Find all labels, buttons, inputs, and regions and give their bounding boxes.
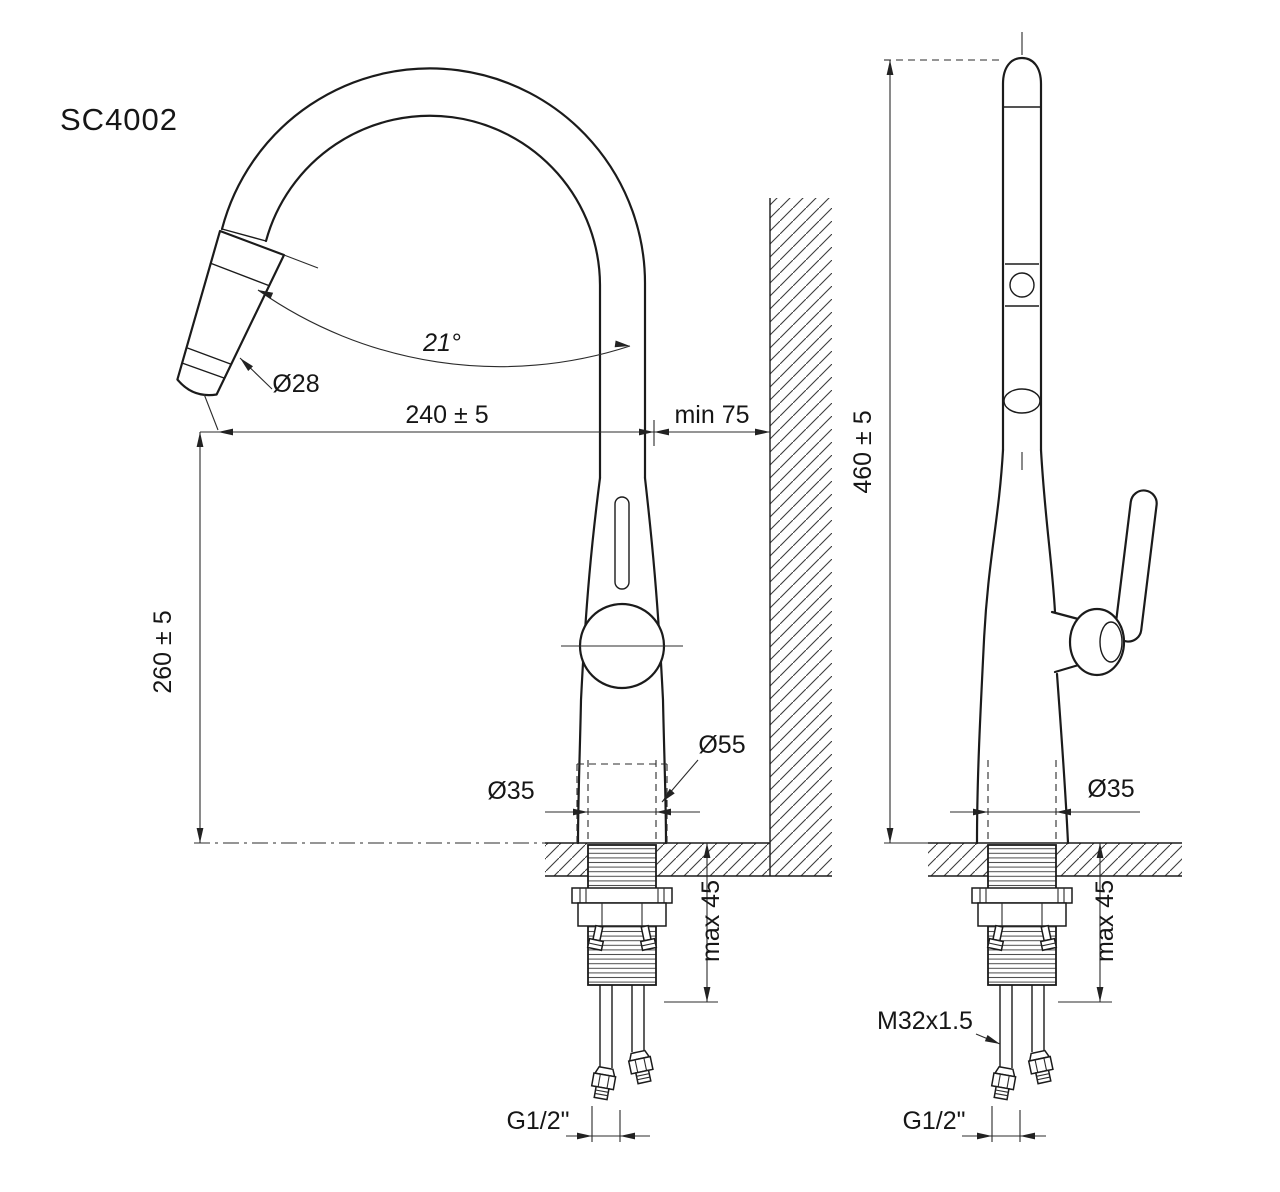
hole-extension-lines xyxy=(587,760,657,843)
aerator-band xyxy=(181,347,231,379)
hose-fitting xyxy=(627,1049,654,1085)
base-hidden-outline xyxy=(576,763,668,843)
mounting-hardware-left xyxy=(571,844,673,986)
hose-lines xyxy=(999,985,1045,1068)
wall-section xyxy=(769,198,832,876)
mounting-nut xyxy=(977,902,1067,927)
min-wall-label: min 75 xyxy=(674,401,749,429)
faucet-side-outline xyxy=(176,67,683,845)
hole-diameter-label-right: Ø35 xyxy=(1087,775,1134,803)
angle-dim-label: 21° xyxy=(422,329,461,357)
countertop-section-right xyxy=(928,842,1182,877)
fixing-screw xyxy=(639,924,658,952)
spout-arc-inner xyxy=(264,114,602,480)
body-left-edge xyxy=(975,448,1005,845)
arc-end-seam xyxy=(221,228,267,242)
right-view: 460 ± 5 Ø35 max 45 M32x1.5 G1/2" xyxy=(849,32,1182,1142)
body-right-edge xyxy=(643,476,668,845)
washer-detail xyxy=(579,888,665,903)
spray-button xyxy=(1009,272,1035,298)
wall-hatch xyxy=(770,198,832,876)
reach-dim-label: 240 ± 5 xyxy=(405,401,488,429)
body-right-edge-upper xyxy=(1039,448,1057,614)
supply-hoses-left xyxy=(590,985,654,1101)
spout-diameter-label: Ø28 xyxy=(272,370,319,398)
counter-hatch xyxy=(656,843,770,876)
angle-reference-line xyxy=(283,254,319,269)
mounting-nut xyxy=(577,902,667,927)
hole-extension-lines xyxy=(987,760,1057,843)
hole-diameter-label-left: Ø35 xyxy=(487,777,534,805)
washer xyxy=(571,887,673,904)
counter-hatch xyxy=(545,843,588,876)
hose-channel-slot xyxy=(614,496,630,590)
dimensions-left: 240 ± 5 min 75 260 ± 5 21° Ø28 Ø55 xyxy=(149,289,770,1142)
shank-thread-label: M32x1.5 xyxy=(877,1007,973,1035)
spray-head-seam xyxy=(209,262,271,287)
left-view: 240 ± 5 min 75 260 ± 5 21° Ø28 Ø55 xyxy=(149,67,832,1142)
hose-thread-extensions xyxy=(591,1106,621,1142)
body-right-edge-lower xyxy=(1055,672,1070,845)
washer xyxy=(971,887,1073,904)
spout-arc-outer xyxy=(220,67,647,480)
nut-facets xyxy=(1001,903,1043,926)
deck-thickness-label-right: max 45 xyxy=(1091,880,1119,962)
counter-hatch xyxy=(1056,843,1182,876)
base-diameter-label: Ø55 xyxy=(698,731,745,759)
hose-lines xyxy=(599,985,645,1068)
fixing-screw xyxy=(986,924,1005,952)
handle-lever xyxy=(1114,489,1158,643)
hose-thread-label-right: G1/2" xyxy=(902,1107,965,1135)
handle-joint-detail xyxy=(1099,621,1123,663)
countertop-section-left xyxy=(545,842,832,877)
hose-thread-label-left: G1/2" xyxy=(506,1107,569,1135)
hose-fitting xyxy=(990,1065,1017,1101)
total-height-label: 460 ± 5 xyxy=(849,410,877,493)
body-left-edge xyxy=(576,476,602,845)
deck-thickness-label-left: max 45 xyxy=(697,880,725,962)
fixing-screw xyxy=(1039,924,1058,952)
hose-fitting xyxy=(1027,1049,1054,1085)
spray-column xyxy=(1001,56,1043,452)
handle-housing xyxy=(1068,607,1126,677)
tip-extension xyxy=(203,393,219,431)
column-seams xyxy=(1003,106,1041,307)
spout-height-label: 260 ± 5 xyxy=(149,610,177,693)
supply-hoses-right xyxy=(990,985,1054,1101)
counter-hatch xyxy=(928,843,988,876)
dimensions-right: 460 ± 5 Ø35 max 45 M32x1.5 G1/2" xyxy=(849,59,1140,1142)
head-seam-ellipse xyxy=(1003,388,1041,414)
washer-detail xyxy=(979,888,1065,903)
model-label: SC4002 xyxy=(60,102,178,137)
mounting-hardware-right xyxy=(971,844,1073,986)
fixing-screw xyxy=(586,924,605,952)
hose-thread-extensions xyxy=(991,1106,1021,1142)
hose-fitting xyxy=(590,1065,617,1101)
nut-facets xyxy=(601,903,643,926)
spray-head xyxy=(176,229,286,397)
faucet-front-outline xyxy=(975,32,1158,845)
angle-arc xyxy=(257,289,631,368)
